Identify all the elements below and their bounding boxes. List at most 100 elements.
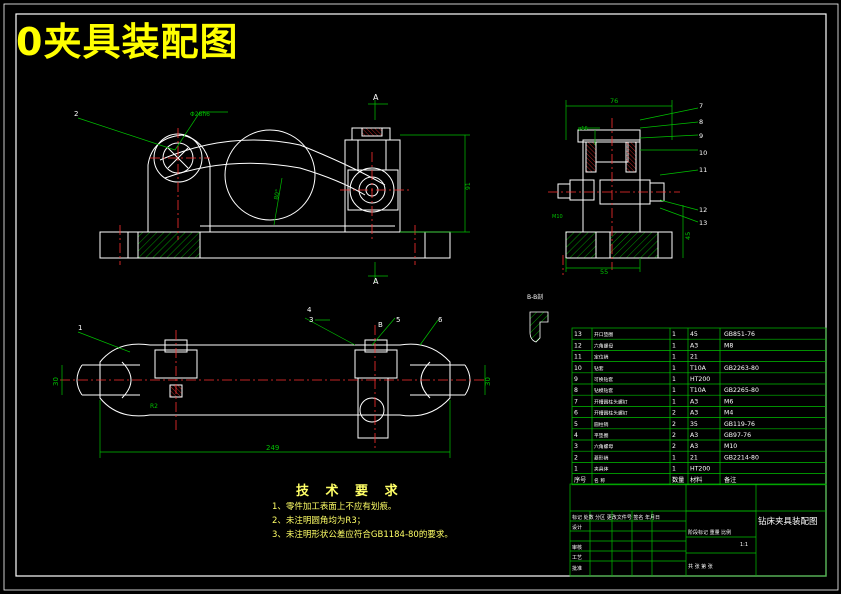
parts-row-7-no: 7 <box>574 398 578 405</box>
balloon-10: 10 <box>699 149 707 157</box>
parts-row-4-name: 平垫圈 <box>594 432 609 439</box>
dim-55: 55 <box>600 268 608 276</box>
parts-row-5-name: 圆柱销 <box>594 421 609 428</box>
parts-row-13-no: 13 <box>574 331 582 338</box>
side-view <box>557 129 673 259</box>
balloon-1: 1 <box>78 324 82 332</box>
dim-45: 45 <box>684 232 692 240</box>
parts-row-12-qty: 1 <box>672 342 676 349</box>
parts-row-7-qty: 1 <box>672 398 676 405</box>
balloon-9: 9 <box>699 132 703 140</box>
detail-label: B-B剖 <box>527 293 543 301</box>
parts-row-11-qty: 1 <box>672 354 676 361</box>
section-mark-b: B <box>378 321 383 329</box>
parts-row-13-mat: 45 <box>690 331 698 338</box>
balloon-3: 3 <box>309 316 313 324</box>
parts-row-12-name: 六角螺母 <box>594 342 613 349</box>
dim-phi16: φ16 <box>578 126 588 132</box>
parts-row-1-name: 夹具体 <box>594 466 609 473</box>
title-block-row-4: 批准 <box>572 565 582 572</box>
parts-row-3-name: 六角螺母 <box>594 443 613 450</box>
parts-row-10-qty: 1 <box>672 365 676 372</box>
parts-row-4-mat: A3 <box>690 432 698 439</box>
front-view-centerlines <box>119 128 416 265</box>
parts-header-name: 名 称 <box>594 477 605 484</box>
title-block-row-2: 审核 <box>572 544 582 551</box>
balloon-12: 12 <box>699 206 707 214</box>
parts-header-mat: 材料 <box>690 476 702 484</box>
parts-row-4-std: GB97-76 <box>724 432 751 439</box>
title-block-mid-1: 共 张 第 张 <box>688 563 713 570</box>
parts-row-3-mat: A3 <box>690 443 698 450</box>
section-mark-bottom: A <box>373 277 379 286</box>
parts-row-2-no: 2 <box>574 454 578 461</box>
parts-row-4-no: 4 <box>574 432 578 439</box>
parts-row-8-mat: T10A <box>689 387 707 394</box>
parts-row-5-std: GB119-76 <box>724 421 755 428</box>
balloon-6: 6 <box>438 316 443 324</box>
side-view-labels: 76 55 45 φ16 M10 7 8 9 10 11 12 13 <box>552 97 707 276</box>
parts-row-3-qty: 2 <box>672 443 676 450</box>
parts-row-5-qty: 2 <box>672 421 676 428</box>
parts-row-12-no: 12 <box>574 342 582 349</box>
front-view-dims <box>77 100 470 282</box>
tech-req-heading: 技 术 要 求 <box>296 484 404 499</box>
title-block-row-1: 设计 <box>572 524 582 531</box>
parts-row-1-qty: 1 <box>672 466 676 473</box>
parts-row-10-no: 10 <box>574 365 582 372</box>
balloon-8: 8 <box>699 118 703 126</box>
top-view-centerlines <box>60 325 485 450</box>
parts-row-8-qty: 1 <box>672 387 676 394</box>
dim-76: 76 <box>610 97 618 105</box>
side-view-centerlines <box>548 118 680 275</box>
parts-row-5-no: 5 <box>574 421 578 428</box>
balloon-7: 7 <box>699 102 703 110</box>
side-view-dims <box>565 100 699 272</box>
title-block-scale: 1:1 <box>740 542 748 548</box>
parts-row-8-no: 8 <box>574 387 578 394</box>
dim-30-left: 30 <box>52 377 60 386</box>
parts-row-10-name: 钻套 <box>594 365 604 372</box>
dim-angle: 80° <box>273 189 282 201</box>
drawing-title: 0夹具装配图 <box>16 20 239 64</box>
dim-m10: M10 <box>552 214 563 220</box>
parts-row-7-mat: A3 <box>690 398 698 405</box>
parts-row-9-mat: HT200 <box>690 376 710 383</box>
parts-row-3-std: M10 <box>724 443 737 450</box>
balloon-5: 5 <box>396 316 400 324</box>
parts-row-13-std: GB851-76 <box>724 331 755 338</box>
top-view-labels: 249 30 30 R2 1 4 3 5 6 B <box>52 306 492 452</box>
parts-row-8-name: 钻模钻套 <box>594 387 613 394</box>
tech-req-line-2: 2、未注明圆角均为R3； <box>272 516 366 526</box>
tech-req-line-1: 1、零件加工表面上不应有划痕。 <box>272 502 397 512</box>
title-block-text: 钻床夹具装配图 标记 处数 分区 更改文件号 签名 年月日 设计 审核 工艺 批… <box>572 514 818 572</box>
front-view-labels: 2 Φ28h6 91 80° A A <box>74 93 472 286</box>
parts-row-10-mat: T10A <box>689 365 707 372</box>
section-mark-top: A <box>373 93 379 102</box>
parts-header-qty: 数量 <box>672 476 684 484</box>
parts-row-2-qty: 1 <box>672 454 676 461</box>
parts-row-8-std: GB2265-80 <box>724 387 759 394</box>
parts-row-2-mat: 21 <box>690 454 698 461</box>
parts-row-7-name: 开槽圆柱头螺钉 <box>594 398 628 405</box>
parts-row-13-qty: 1 <box>672 331 676 338</box>
parts-row-10-std: GB2263-80 <box>724 365 759 372</box>
parts-row-2-std: GB2214-80 <box>724 454 759 461</box>
dim-30-right: 30 <box>484 377 492 386</box>
parts-row-9-no: 9 <box>574 376 578 383</box>
parts-row-11-name: 定位销 <box>594 354 609 361</box>
balloon-2: 2 <box>74 110 78 118</box>
parts-row-5-mat: 35 <box>690 421 698 428</box>
title-block-mid-0: 阶段标记 重量 比例 <box>688 529 731 536</box>
parts-row-6-qty: 2 <box>672 410 676 417</box>
parts-row-9-qty: 1 <box>672 376 676 383</box>
dim-phi28h6: Φ28h6 <box>190 111 210 118</box>
parts-row-12-mat: A3 <box>690 342 698 349</box>
balloon-13: 13 <box>699 219 707 227</box>
tech-req-line-3: 3、未注明形状公差应符合GB1184-80的要求。 <box>272 530 453 540</box>
parts-row-7-std: M6 <box>724 398 733 405</box>
parts-header-std: 备注 <box>724 476 736 484</box>
parts-row-4-qty: 2 <box>672 432 676 439</box>
